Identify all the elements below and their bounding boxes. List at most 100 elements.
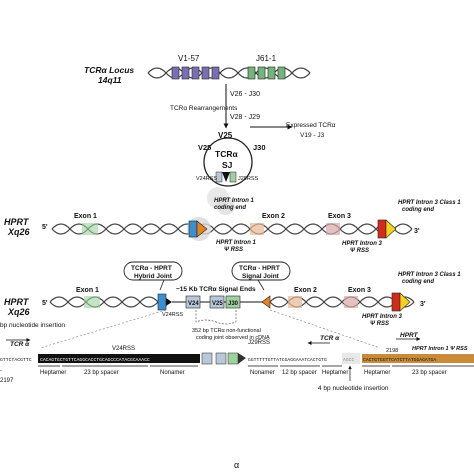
v-range-label: V1-57	[178, 54, 200, 63]
cdna-note-line1: 352 bp TCRα non-functional	[192, 328, 261, 334]
hprt2-v24-box	[185, 295, 201, 309]
signal-joint-line2: Signal Joint	[242, 273, 280, 280]
circle-v25-side: V25	[198, 143, 211, 152]
v26-j30-label: V26 - J30	[230, 91, 260, 98]
hprt1-exon2-box	[250, 223, 264, 235]
seq-pad-box	[342, 353, 360, 364]
seq-v-box-1	[201, 352, 213, 365]
hprt1-intron3-class1-line2: coding end	[402, 207, 434, 213]
insertion-4bp-label: 4 bp nucleotide insertion	[318, 385, 389, 392]
seq-j-box	[227, 352, 239, 365]
hprt1-exon3-box	[326, 223, 340, 235]
hybrid-joint-line2: Hybrid Joint	[134, 273, 173, 280]
hprt1-intron3-rss-line2: Ψ RSS	[350, 248, 369, 254]
rearrangement-label: TCRα Rearrangements	[170, 105, 238, 112]
signal-joint-bubble	[231, 261, 291, 281]
hprt2-signal-joint-rss	[261, 295, 271, 309]
hprt2-intron3-class1-line1: HPRT Intron 3 Class 1	[398, 272, 461, 278]
circle-j-rss	[229, 171, 237, 183]
expressed-label: Expressed TCRα	[286, 122, 336, 129]
j-segment-cluster	[247, 66, 286, 80]
signal-pointer	[257, 279, 265, 291]
hprt1-intron1-coding-line1: HPRT Intron 1	[214, 198, 255, 204]
hprt2-intron3-coding-end	[391, 292, 401, 312]
seq-j29rss-label: J29RSS	[248, 340, 270, 346]
circle-sj-label: SJ	[222, 160, 233, 170]
j-range-label: J61-1	[256, 54, 277, 63]
hybrid-pointer	[159, 279, 165, 291]
signal-joint-circle: V25 V25 J30 TCRα SJ V24RSS J29RSS	[196, 131, 266, 215]
hprt1-intron3-rss-line1: HPRT Intron 3	[342, 241, 383, 247]
seq-v-box-2	[215, 352, 227, 365]
seq-dark-block	[38, 354, 200, 363]
seq-v24rss-label: V24RSS	[112, 346, 135, 352]
circle-j29rss: J29RSS	[238, 176, 259, 182]
non1-label: Nonamer	[160, 370, 185, 376]
hprt2-title: HPRT	[4, 297, 30, 307]
non2-label: Nonamer	[250, 370, 275, 376]
cdna-loop	[195, 310, 237, 325]
circle-outline	[203, 137, 253, 187]
hprt2-intron3-rss-line1: HPRT Intron 3	[362, 314, 403, 320]
hprt1-title: HPRT	[4, 217, 30, 227]
locus-chromosome: 14q11	[98, 75, 122, 85]
circle-j30-label: J30	[253, 143, 266, 152]
seq-joint-mark	[238, 353, 246, 364]
sequence-panel: bp nucleotide insertion TCR α V24RSS J29…	[0, 322, 474, 392]
hprt1-exon1-box	[82, 223, 98, 235]
circle-shadow-2	[217, 197, 235, 215]
hprt-seq-position: 2198	[386, 348, 398, 354]
hprt1-exon3-label: Exon 3	[328, 213, 351, 220]
v28-j29-label: V28 - J29	[230, 114, 260, 121]
position-left-label: 2197	[0, 378, 14, 384]
v-segment-cluster	[171, 66, 220, 80]
circle-tcr-label: TCRα	[215, 149, 238, 159]
hprt2-intron3-rss-line2: Ψ RSS	[370, 321, 389, 327]
hprt2-strand-left-b	[49, 296, 159, 308]
hprt1-intron1-rss-line2: Ψ RSS	[224, 247, 243, 253]
zoom-line-right	[269, 309, 381, 349]
hprt2-exon2-label: Exon 2	[294, 287, 317, 294]
hprt-intron-rss-label: HPRT Intron 1 Ψ RSS	[412, 346, 468, 352]
cdna-note-line2: coding joint observed in cDNA	[196, 335, 270, 341]
tcr-right-label: TCR α	[320, 335, 340, 342]
rearrangement-group: V26 - J30 TCRα Rearrangements V28 - J29 …	[170, 84, 336, 139]
tcr-locus: TCRα Locus 14q11 V1-57 J61-1	[84, 54, 311, 85]
hprt1-exon2-label: Exon 2	[262, 213, 285, 220]
hprt1-intron3-class1-line1: HPRT Intron 3 Class 1	[398, 200, 461, 206]
expressed-segments: V19 - J3	[300, 132, 325, 139]
hprt2-three-prime: 3'	[420, 301, 426, 308]
figure-caption: α	[234, 460, 239, 470]
hprt1-chromosome: Xq26	[7, 227, 31, 237]
seq-orange-block	[362, 354, 474, 363]
spacer-left-label: 23 bp spacer	[84, 370, 119, 376]
hprt2-hybrid-coding-end	[157, 293, 167, 311]
hept3-label: Heptamer	[364, 370, 390, 376]
hybrid-joint-line1: TCRα - HPRT	[131, 265, 172, 272]
zoom-line-left	[39, 309, 167, 349]
hprt1-intron1-rss	[196, 220, 208, 238]
hprt-locus-top: HPRT Xq26 5' 3' Exon 1 Exon 2 Exon 3 HPR…	[4, 198, 461, 254]
hprt1-strand-b	[51, 223, 413, 235]
hprt1-intron3-rss	[385, 219, 397, 239]
circle-v24rss: V24RSS	[196, 176, 217, 182]
hprt-locus-bottom: TCRα - HPRT Hybrid Joint TCRα - HPRT Sig…	[4, 261, 461, 349]
position-left-dash: -	[0, 368, 2, 374]
hprt2-hybrid-joint-mark	[166, 298, 172, 306]
insertion-left-label: bp nucleotide insertion	[0, 322, 65, 329]
hprt2-v25-label: V25	[212, 301, 223, 307]
hprt2-chromosome: Xq26	[7, 307, 31, 317]
hprt2-j30-label: J30	[228, 301, 239, 307]
seq-pad-text: AGCC	[343, 357, 354, 363]
spacer-right-label: 12 bp spacer	[282, 370, 317, 376]
hprt2-v24-label: V24	[188, 301, 199, 307]
tcr-left-label: TCR α	[10, 341, 30, 348]
seq-dark-text: CACAGTGCTGTTCAGGCACCTGCAGCCCATACGCAAACC	[40, 357, 150, 363]
hprt1-intron3-coding-end	[377, 219, 387, 239]
hprt1-intron1-coding-end	[188, 220, 198, 238]
circle-v-rss	[215, 171, 223, 183]
circle-v25-label: V25	[218, 131, 233, 140]
hprt2-intron3-rss	[399, 292, 411, 312]
